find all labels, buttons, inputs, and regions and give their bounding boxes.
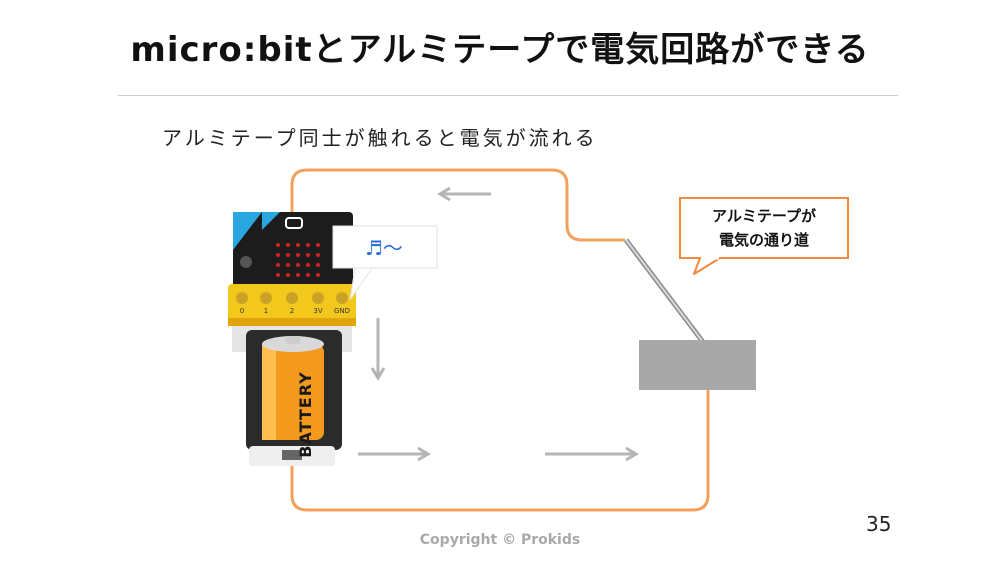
edge-connector xyxy=(228,284,356,326)
battery-label: BATTERY xyxy=(295,371,315,458)
title-divider xyxy=(118,95,898,96)
microbit-board xyxy=(233,212,353,304)
pin-label: 2 xyxy=(290,307,294,315)
circuit-wire-bottom xyxy=(290,390,710,512)
pin-label: GND xyxy=(334,307,350,315)
callout-line-2: 電気の通り道 xyxy=(718,231,809,249)
arrow-left-icon xyxy=(437,186,491,202)
pin-label: 0 xyxy=(240,307,244,315)
speech-bubble xyxy=(332,225,438,301)
copyright: Copyright © Prokids xyxy=(419,532,581,548)
subtitle: アルミテープ同士が触れると電気が流れる xyxy=(162,126,598,150)
music-note-icon: ♬〜 xyxy=(365,236,403,260)
page-number: 35 xyxy=(866,512,892,536)
callout-bubble xyxy=(679,197,849,275)
battery-pack xyxy=(232,326,352,466)
circuit-wire xyxy=(290,168,625,242)
page-title: micro:bitとアルミテープで電気回路ができる xyxy=(130,30,870,70)
pin-label: 3V xyxy=(313,307,322,315)
callout-text: アルミテープが 電気の通り道 xyxy=(682,204,846,252)
callout-line-1: アルミテープが xyxy=(712,207,816,225)
pin-label: 1 xyxy=(264,307,268,315)
arrow-right-icon xyxy=(358,446,431,462)
contact-plate xyxy=(639,340,756,390)
arrow-right-icon xyxy=(545,446,639,462)
arrow-down-icon xyxy=(370,318,386,381)
